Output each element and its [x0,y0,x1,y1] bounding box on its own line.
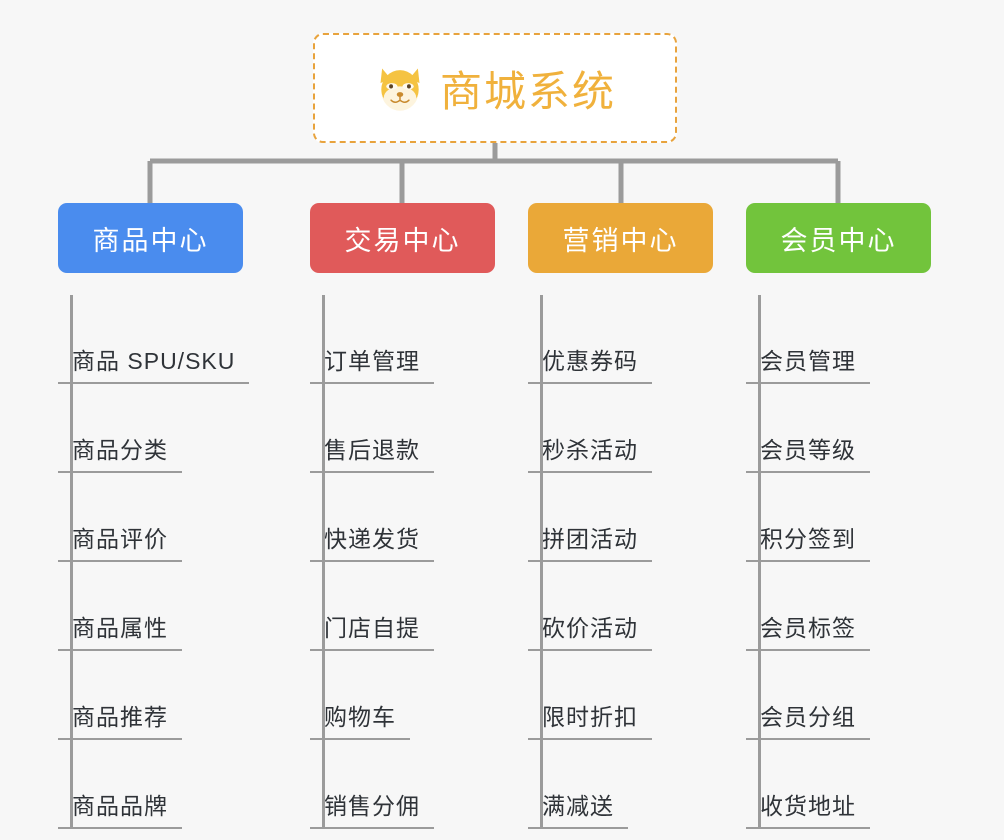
list-item[interactable]: 商品 SPU/SKU [58,295,250,384]
list-item[interactable]: 商品品牌 [58,740,243,829]
category-header-trade-center[interactable]: 交易中心 [310,203,495,273]
list-item[interactable]: 收货地址 [746,740,931,829]
leaf-rail [540,295,543,829]
column-marketing-center: 营销中心 优惠券码 秒杀活动 拼团活动 砍价活动 限时折扣 满减送 [528,203,713,829]
column-product-center: 商品中心 商品 SPU/SKU 商品分类 商品评价 商品属性 商品推荐 商品品牌 [58,203,250,829]
list-item[interactable]: 商品评价 [58,473,243,562]
leaf-rail [758,295,761,829]
list-item[interactable]: 会员标签 [746,562,931,651]
list-item-label: 积分签到 [746,520,870,562]
category-header-product-center[interactable]: 商品中心 [58,203,243,273]
category-label: 交易中心 [344,225,461,256]
category-label: 商品中心 [92,225,209,256]
list-item-label: 商品推荐 [58,698,182,740]
list-item[interactable]: 秒杀活动 [528,384,713,473]
list-item[interactable]: 销售分佣 [310,740,495,829]
list-item[interactable]: 会员分组 [746,651,931,740]
list-item-label: 秒杀活动 [528,431,652,473]
category-header-marketing-center[interactable]: 营销中心 [528,203,713,273]
list-item-label: 收货地址 [746,787,870,829]
list-item-label: 会员等级 [746,431,870,473]
list-item[interactable]: 商品推荐 [58,651,243,740]
list-item[interactable]: 会员管理 [746,295,931,384]
root-title: 商城系统 [439,67,616,115]
leaf-list-product-center: 商品 SPU/SKU 商品分类 商品评价 商品属性 商品推荐 商品品牌 [58,295,250,829]
leaf-rail [70,295,73,829]
list-item-label: 限时折扣 [528,698,652,740]
list-item[interactable]: 拼团活动 [528,473,713,562]
list-item[interactable]: 会员等级 [746,384,931,473]
list-item-label: 商品分类 [58,431,182,473]
category-header-member-center[interactable]: 会员中心 [746,203,931,273]
list-item-label: 满减送 [528,787,628,829]
list-item-label: 会员分组 [746,698,870,740]
list-item-label: 会员管理 [746,342,870,384]
list-item[interactable]: 商品属性 [58,562,243,651]
leaf-rail [322,295,325,829]
list-item[interactable]: 商品分类 [58,384,243,473]
list-item-label: 商品属性 [58,609,182,651]
leaf-list-member-center: 会员管理 会员等级 积分签到 会员标签 会员分组 收货地址 [746,295,931,829]
list-item-label: 优惠券码 [528,342,652,384]
list-item-label: 商品评价 [58,520,182,562]
column-trade-center: 交易中心 订单管理 售后退款 快递发货 门店自提 购物车 销售分佣 [310,203,495,829]
list-item-label: 购物车 [310,698,410,740]
list-item-label: 售后退款 [310,431,434,473]
list-item[interactable]: 售后退款 [310,384,495,473]
list-item-label: 拼团活动 [528,520,652,562]
list-item[interactable]: 砍价活动 [528,562,713,651]
list-item-label: 商品品牌 [58,787,182,829]
root-node[interactable]: 商城系统 [313,33,677,143]
list-item[interactable]: 门店自提 [310,562,495,651]
list-item-label: 快递发货 [310,520,434,562]
leaf-list-trade-center: 订单管理 售后退款 快递发货 门店自提 购物车 销售分佣 [310,295,495,829]
list-item[interactable]: 限时折扣 [528,651,713,740]
list-item-label: 门店自提 [310,609,434,651]
list-item[interactable]: 优惠券码 [528,295,713,384]
column-member-center: 会员中心 会员管理 会员等级 积分签到 会员标签 会员分组 收货地址 [746,203,931,829]
list-item[interactable]: 订单管理 [310,295,495,384]
list-item[interactable]: 满减送 [528,740,713,829]
list-item-label: 销售分佣 [310,787,434,829]
list-item-label: 会员标签 [746,609,870,651]
shiba-inu-dog-face-icon [374,62,426,114]
category-label: 会员中心 [780,225,897,256]
category-label: 营销中心 [562,225,679,256]
list-item-label: 砍价活动 [528,609,652,651]
leaf-list-marketing-center: 优惠券码 秒杀活动 拼团活动 砍价活动 限时折扣 满减送 [528,295,713,829]
list-item[interactable]: 快递发货 [310,473,495,562]
list-item-label: 商品 SPU/SKU [58,342,250,384]
list-item[interactable]: 购物车 [310,651,495,740]
list-item-label: 订单管理 [310,342,434,384]
list-item[interactable]: 积分签到 [746,473,931,562]
